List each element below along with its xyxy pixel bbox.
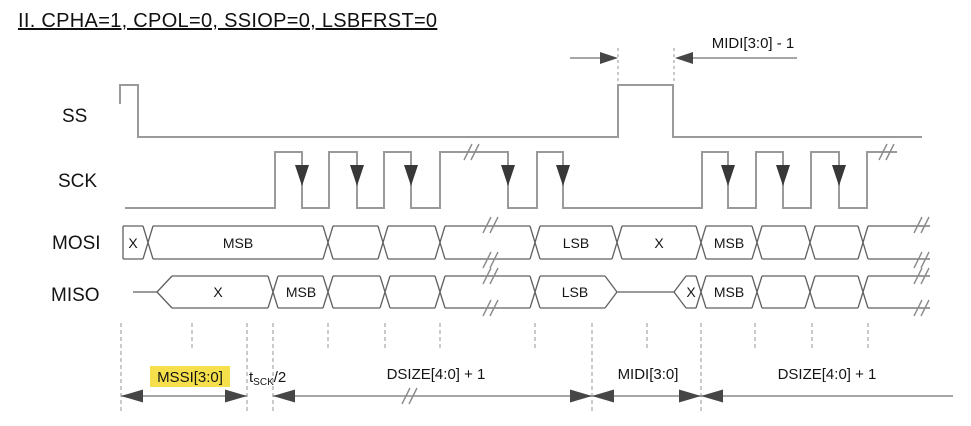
miso-cell-label: MSB — [286, 284, 316, 300]
tsck-subscript: SCK — [253, 377, 274, 388]
dimension-arrow-icon — [592, 389, 614, 403]
mosi-cell-label: LSB — [563, 235, 589, 251]
dimension-dsize-1: DSIZE[4:0] + 1 — [273, 366, 592, 405]
gridlines — [120, 323, 869, 414]
dimension-arrow-icon — [273, 389, 295, 403]
break-mark — [482, 216, 930, 269]
tsck-base: t — [249, 369, 254, 386]
dsize1-label: DSIZE[4:0] + 1 — [387, 366, 486, 383]
break-mark — [482, 267, 930, 317]
mosi-cell-label: MSB — [223, 235, 253, 251]
miso-close-diamond — [604, 275, 618, 309]
signal-label-sck: SCK — [58, 171, 97, 192]
sampling-arrow-icon — [404, 165, 418, 186]
sampling-arrow-icon — [556, 165, 570, 186]
dashed-gridline-tall — [120, 323, 702, 414]
mssi-highlight — [150, 366, 230, 387]
sampling-arrow-icon — [832, 165, 846, 186]
sampling-arrow-icon — [295, 165, 309, 186]
mssi-label: MSSI[3:0] — [157, 369, 223, 386]
mosi-cell-label: X — [128, 235, 138, 251]
tsck-label: tSCK/2 — [249, 369, 286, 388]
dimension-midi-bottom: MIDI[3:0] — [592, 366, 701, 403]
dimension-midi-top: MIDI[3:0] - 1 — [570, 35, 797, 81]
miso-cell-label: X — [213, 284, 223, 300]
dimension-tsck: tSCK/2 — [249, 369, 286, 388]
signal-label-miso: MISO — [51, 285, 100, 306]
dimension-arrow-icon — [679, 389, 701, 403]
sck-sampling-arrows — [295, 165, 846, 186]
miso-bus: X MSB LSB X MSB — [133, 267, 930, 317]
miso-cell-label: LSB — [562, 284, 588, 300]
mosi-bus: X MSB LSB X MSB — [122, 216, 930, 269]
midi-label: MIDI[3:0] — [618, 366, 679, 383]
signal-label-ss: SS — [62, 106, 87, 127]
tsck-suffix: /2 — [274, 369, 287, 386]
sampling-arrow-icon — [501, 165, 515, 186]
dashed-extension-line — [617, 48, 675, 81]
miso-cell-label: MSB — [714, 284, 744, 300]
dsize2-label: DSIZE[4:0] + 1 — [778, 366, 877, 383]
break-mark — [463, 143, 895, 161]
break-mark — [401, 387, 418, 405]
signal-label-mosi: MOSI — [52, 233, 101, 254]
dimension-arrow-icon — [701, 389, 723, 403]
mosi-cell-label: X — [654, 235, 664, 251]
mosi-cell-label: MSB — [714, 235, 744, 251]
dimension-arrow-icon — [225, 389, 247, 403]
miso-crossovers — [267, 275, 869, 309]
sampling-arrow-icon — [776, 165, 790, 186]
dimension-arrow-icon — [600, 52, 618, 64]
dimension-arrow-icon — [570, 389, 592, 403]
sampling-arrow-icon — [721, 165, 735, 186]
dimension-mssi: MSSI[3:0] — [121, 366, 247, 403]
dimension-dsize-2: DSIZE[4:0] + 1 — [701, 366, 953, 403]
mosi-crossovers — [142, 225, 869, 260]
miso-cell-label: X — [686, 284, 696, 300]
ss-waveform — [119, 84, 922, 138]
sampling-arrow-icon — [350, 165, 364, 186]
dashed-gridline-short — [191, 323, 869, 350]
dimension-arrow-icon — [121, 389, 143, 403]
sck-waveform — [125, 151, 897, 209]
miso-open-diamond — [156, 275, 173, 309]
top-midi-label: MIDI[3:0] - 1 — [712, 35, 795, 52]
miso-reopen-diamond — [673, 275, 687, 309]
dimension-arrow-icon — [675, 52, 693, 64]
diagram-title: II. CPHA=1, CPOL=0, SSIOP=0, LSBFRST=0 — [18, 10, 438, 32]
